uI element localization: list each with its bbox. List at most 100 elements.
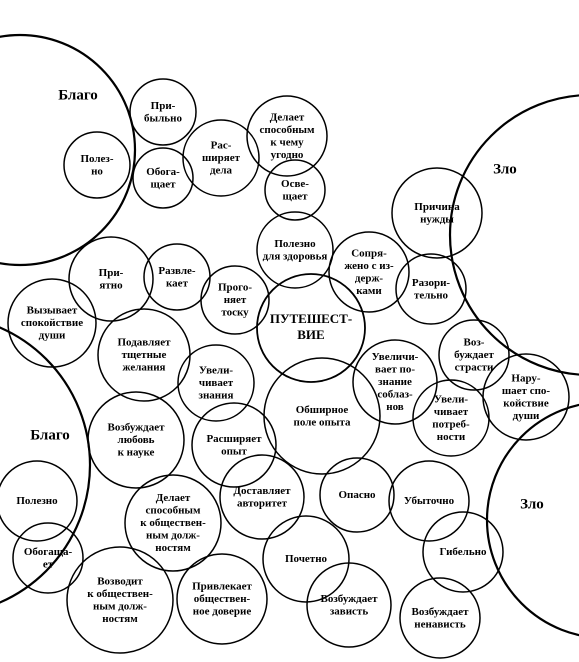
- node-circle-privlekaet-doverie: [176, 553, 268, 645]
- node-label-line: чивает: [199, 377, 234, 389]
- node-label-line: щает: [150, 178, 176, 190]
- node-label-line: ности: [437, 430, 466, 442]
- node-label-line: ным долж-: [146, 529, 200, 541]
- node-circle-polezno-dlya-zdorovya: [256, 211, 334, 289]
- node-label-line: Полезно: [16, 495, 58, 507]
- node-circle-prichina-nuzhdy: [391, 167, 483, 259]
- node-circle-ubytochno: [388, 460, 470, 542]
- node-label-line: потреб-: [432, 418, 470, 430]
- node-label-line: ностям: [102, 612, 138, 624]
- node-label-line: тельно: [414, 289, 449, 301]
- node-circle-opasno: [319, 457, 395, 533]
- node-label-polezno-2: Полезно: [16, 495, 58, 507]
- node-label-line: вает по-: [375, 363, 415, 375]
- node-label-gibelno: Гибельно: [440, 546, 487, 558]
- node-circle-uvelichivaet-znaniya: [177, 344, 255, 422]
- node-label-line: чивает: [434, 405, 469, 417]
- node-label-line: шает спо-: [502, 384, 551, 396]
- node-label-line: Привлекает: [192, 580, 252, 592]
- node-label-polezno-1: Полез-но: [80, 152, 113, 177]
- node-label-line: но: [91, 165, 103, 177]
- node-circle-priyatno: [68, 236, 154, 322]
- region-label-evil-top: Зло: [493, 161, 517, 177]
- node-label-line: Полезно: [274, 237, 316, 249]
- node-label-line: к обществен-: [87, 587, 153, 599]
- evil-top-region-circle: [448, 94, 579, 376]
- node-label-line: Воз-: [464, 336, 485, 348]
- node-label-line: Делает: [156, 492, 191, 504]
- node-label-line: Прого-: [218, 281, 252, 293]
- node-label-line: опыт: [221, 445, 247, 457]
- node-circle-polezno-2: [0, 460, 78, 542]
- node-circle-delaet-sposobnym-dolzhnostyam: [124, 474, 222, 572]
- node-label-line: Возбуждает: [107, 421, 165, 433]
- node-label-line: койствие: [503, 397, 549, 409]
- node-label-line: дела: [210, 164, 233, 176]
- node-label-line: Обогаща-: [24, 545, 73, 557]
- node-label-line: тщетные: [122, 349, 167, 361]
- node-label-line: Увели-: [434, 393, 469, 405]
- node-label-priyatno: При-ятно: [99, 266, 124, 291]
- node-label-line: способным: [259, 123, 315, 135]
- node-label-line: Полез-: [80, 152, 113, 164]
- node-label-line: Развле-: [158, 264, 195, 276]
- node-label-line: жено с из-: [344, 259, 394, 271]
- node-label-line: Увеличи-: [372, 351, 419, 363]
- node-circle-uvelichivaet-potrebnosti: [412, 379, 490, 457]
- center-node-label-line: ВИЕ: [297, 327, 324, 342]
- node-label-line: ширяет: [202, 152, 241, 164]
- node-label-line: щает: [282, 190, 308, 202]
- node-label-line: Убыточно: [404, 495, 455, 507]
- node-label-line: Сопря-: [351, 247, 387, 259]
- node-label-osveshchaet: Осве-щает: [281, 177, 309, 202]
- node-label-line: При-: [151, 99, 176, 111]
- region-label-good-top: Благо: [58, 87, 98, 103]
- node-label-line: ятно: [99, 279, 123, 291]
- evil-bottom-region-circle: [485, 403, 579, 637]
- center-node-label-line: ПУТЕШЕСТ-: [270, 311, 352, 326]
- node-circle-osveshchaet: [264, 159, 326, 221]
- node-label-line: желания: [122, 361, 165, 373]
- node-label-line: ностям: [155, 542, 191, 554]
- node-label-line: Возбуждает: [411, 605, 469, 617]
- node-circle-vozbuzhdaet-zavist: [306, 562, 392, 648]
- node-label-line: Доставляет: [233, 484, 291, 496]
- node-label-line: Делает: [270, 111, 305, 123]
- center-node-circle: [256, 273, 366, 383]
- node-label-line: знания: [199, 389, 234, 401]
- node-label-obogashchaet-2: Обогаща-ет: [24, 545, 73, 570]
- node-label-ubytochno: Убыточно: [404, 495, 455, 507]
- node-label-line: При-: [99, 266, 124, 278]
- node-circle-razoritelno: [395, 253, 467, 325]
- node-label-line: Вызывает: [27, 304, 78, 316]
- node-circle-rasshiryaet-opyt: [191, 402, 277, 488]
- node-label-line: няет: [224, 294, 247, 306]
- node-label-line: способным: [145, 504, 201, 516]
- node-label-line: Увели-: [199, 364, 234, 376]
- node-circle-sopryazheno: [328, 231, 410, 313]
- node-label-line: быльно: [144, 112, 182, 124]
- node-label-line: души: [513, 409, 540, 421]
- node-label-razvlekaet: Развле-кает: [158, 264, 195, 289]
- node-label-line: нужды: [420, 213, 454, 225]
- node-circle-polezno-1: [63, 131, 131, 199]
- node-label-line: Почетно: [285, 553, 328, 565]
